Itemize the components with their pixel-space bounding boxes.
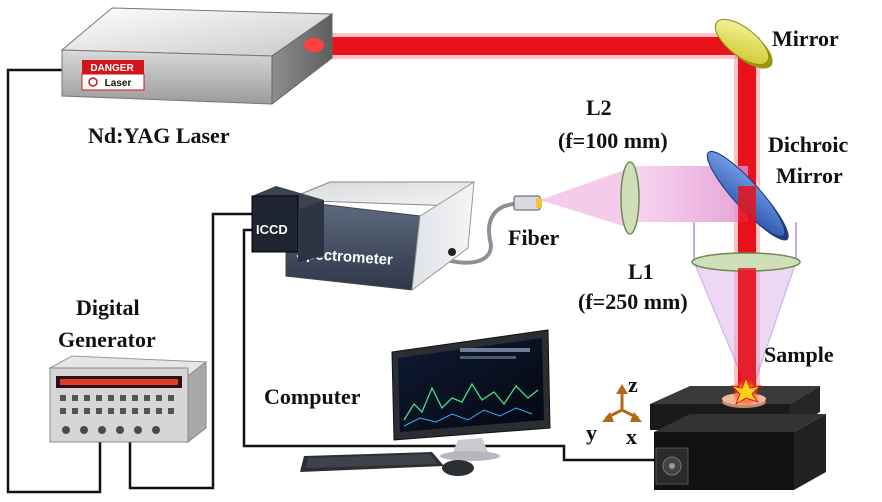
nd-yag-laser: DANGER Laser: [62, 8, 332, 104]
l2-name: L2: [586, 95, 612, 120]
axis-y-label: y: [586, 420, 597, 445]
axis-x-label: x: [626, 424, 637, 449]
danger-label: DANGER Laser: [82, 60, 144, 90]
iccd-label: ICCD: [256, 222, 288, 237]
laser-label: Nd:YAG Laser: [88, 123, 230, 148]
generator-label-line1: Digital: [76, 295, 140, 320]
danger-text: DANGER: [90, 63, 134, 74]
l2-focal: (f=100 mm): [558, 128, 668, 153]
dichroic-label-line1: Dichroic: [768, 132, 848, 157]
iccd-camera: ICCD: [252, 186, 324, 262]
axis-z-label: z: [628, 372, 638, 397]
plasma-spark: [732, 378, 760, 406]
fiber-label: Fiber: [508, 225, 560, 250]
laser-tag-text: Laser: [105, 78, 132, 89]
dichroic-label-line2: Mirror: [776, 163, 843, 188]
mirror-label: Mirror: [772, 26, 839, 51]
sample-label: Sample: [764, 342, 834, 367]
computer-label: Computer: [264, 384, 361, 409]
l1-name: L1: [628, 259, 654, 284]
lens-l2: [621, 162, 639, 234]
digital-generator: [50, 356, 206, 442]
generator-label-line2: Generator: [58, 327, 156, 352]
l1-focal: (f=250 mm): [578, 289, 688, 314]
stage-motor: [656, 448, 688, 484]
